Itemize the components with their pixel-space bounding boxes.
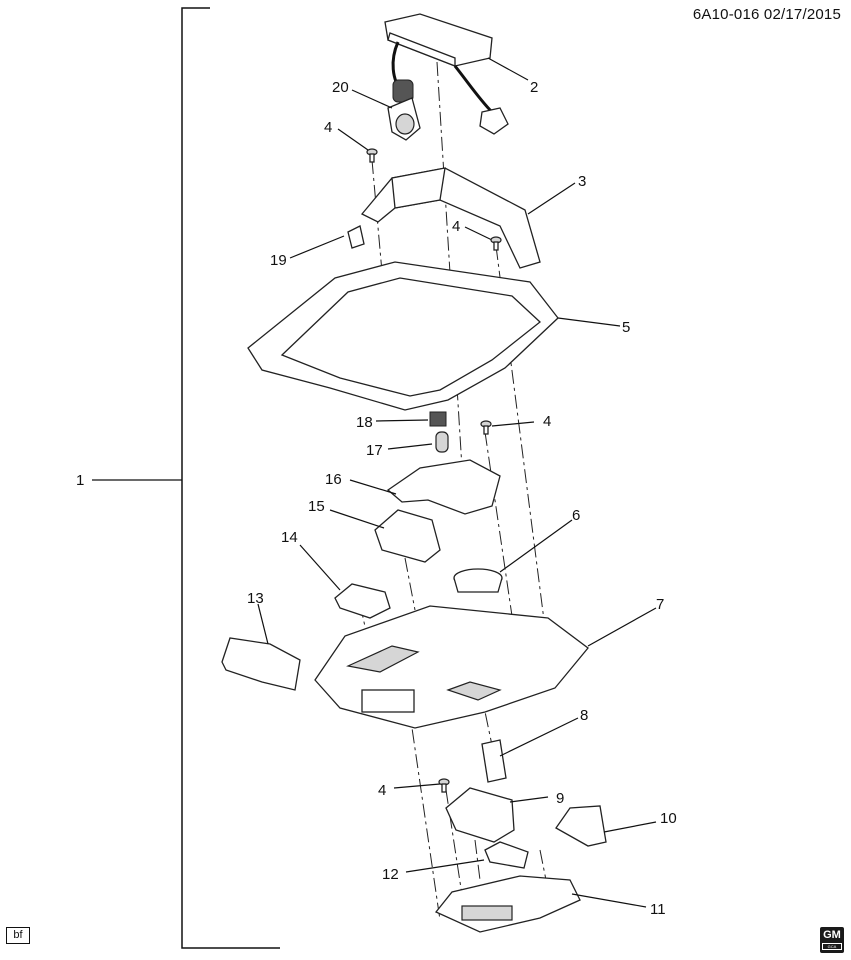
callout-16: 16 [325,471,342,488]
assembly-bracket [181,7,280,949]
callout-3: 3 [578,173,586,190]
part-8-bracket [481,739,507,783]
callout-5: 5 [622,319,630,336]
callout-2: 2 [530,79,538,96]
diagram-reference: 6A10-016 02/17/2015 [692,6,841,23]
callout-13: 13 [247,590,264,607]
part-15-housing [374,509,441,563]
callout-4: 4 [324,119,332,136]
callout-7: 7 [656,596,664,613]
callout-8: 8 [580,707,588,724]
part-11-bezel [434,875,581,933]
part-10-lamp [555,805,607,847]
part-6-speaker [453,568,503,593]
part-20-socket [387,97,421,141]
callout-10: 10 [660,810,677,827]
part-3-bracket [360,167,541,269]
part-2-harness-module [384,13,509,135]
part-9-assembly [445,787,515,843]
part-18-holder [429,411,447,427]
callout-6: 6 [572,507,580,524]
callout-11: 11 [650,901,666,918]
part-16-bracket [386,459,501,515]
part-12-module [484,841,529,869]
part-5-frame [247,261,559,411]
callout-4: 4 [378,782,386,799]
leader-lines [257,57,657,908]
part-13-switch [221,637,301,691]
part-17-bulb [435,431,449,453]
part-14-lens [334,583,391,619]
callout-15: 15 [308,498,325,515]
callout-17: 17 [366,442,383,459]
part-19-clip [347,225,365,249]
callout-18: 18 [356,414,373,431]
gm-logo-text: GM [823,929,841,941]
gm-logo-sub: GCA [822,943,842,950]
callout-9: 9 [556,790,564,807]
callout-4: 4 [543,413,551,430]
gm-logo: GM GCA [820,927,844,953]
callout-19: 19 [270,252,287,269]
callout-14: 14 [281,529,298,546]
screws-part-4 [366,148,502,793]
bf-tag: bf [6,927,30,944]
callout-20: 20 [332,79,349,96]
part-7-console [314,605,589,729]
callout-1: 1 [76,472,84,489]
callout-12: 12 [382,866,399,883]
callout-4: 4 [452,218,460,235]
